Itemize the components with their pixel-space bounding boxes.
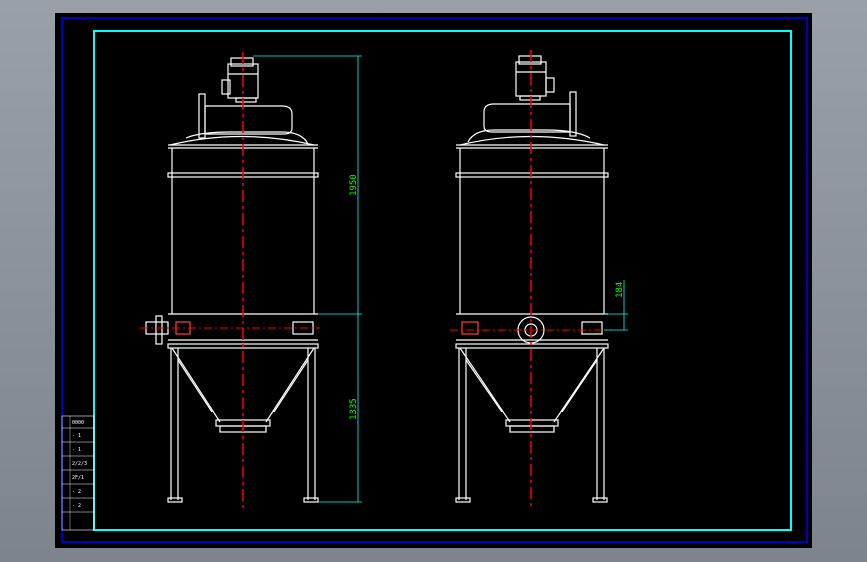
fan-housing [467, 91, 591, 143]
drawing-sheet [55, 13, 812, 548]
support-legs [167, 348, 319, 503]
front-view [145, 57, 319, 503]
dimension-inlet-offset: 184 [615, 282, 625, 298]
cylinder-body [455, 135, 609, 349]
title-block-cell-3: - 1 [72, 447, 81, 453]
dimension-upper-height: 1950 [349, 174, 359, 196]
vertical-dimension [253, 55, 362, 503]
side-view [455, 55, 609, 503]
title-block-cell-5: 2F/1 [72, 475, 84, 481]
title-block-cell-6: - 2 [72, 489, 81, 495]
fan-housing [185, 93, 309, 145]
title-block-cell-4: 2/2/3 [72, 461, 87, 467]
title-block-cell-2: - 1 [72, 433, 81, 439]
inner-frame [93, 30, 792, 531]
title-block-cell-7: - 2 [72, 503, 81, 509]
title-block-cell-1: 0000 [72, 420, 84, 426]
offset-dimension [604, 280, 628, 331]
title-block: 0000 - 1 - 1 2/2/3 2F/1 - 2 - 2 [61, 415, 95, 531]
support-legs [455, 348, 608, 503]
hopper-cone [459, 347, 605, 433]
dimension-lower-height: 1335 [349, 398, 359, 420]
outer-frame [61, 17, 808, 543]
